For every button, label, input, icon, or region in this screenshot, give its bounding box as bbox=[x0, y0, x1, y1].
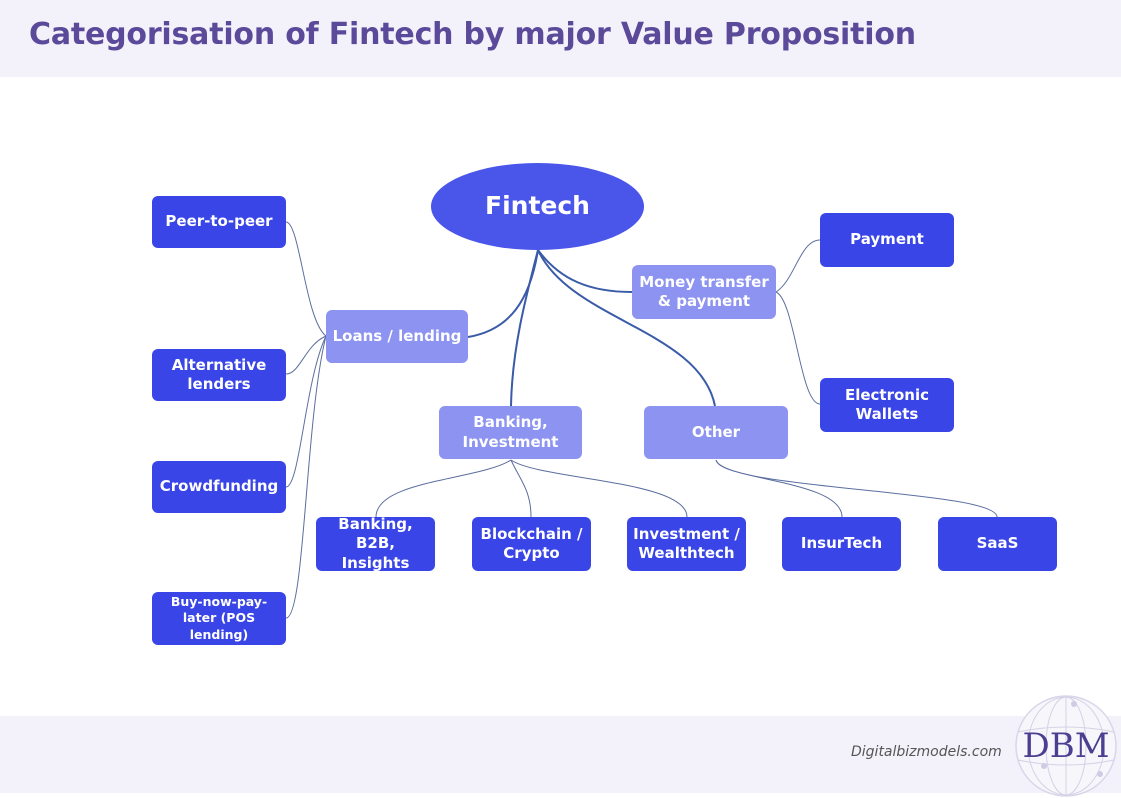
footer-site-link[interactable]: Digitalbizmodels.com bbox=[851, 744, 1002, 760]
link-loans-alt bbox=[285, 335, 327, 375]
link-loans-crowd bbox=[285, 335, 327, 488]
leaf-buy-now-pay-later: Buy-now-pay-later (POS lending) bbox=[152, 592, 286, 645]
leaf-electronic-wallets: Electronic Wallets bbox=[820, 378, 954, 432]
leaf-payment: Payment bbox=[820, 213, 954, 267]
header-band bbox=[0, 0, 1121, 77]
link-banking-b2b bbox=[375, 459, 512, 518]
dbm-logo: DBM bbox=[1015, 695, 1117, 797]
link-money-payment bbox=[775, 239, 821, 293]
link-loans-p2p bbox=[285, 221, 327, 337]
page-title: Categorisation of Fintech by major Value… bbox=[29, 17, 916, 52]
leaf-investment-wealthtech: Investment / Wealthtech bbox=[627, 517, 746, 571]
leaf-banking-b2b: Banking, B2B, Insights bbox=[316, 515, 435, 572]
leaf-peer-to-peer: Peer-to-peer bbox=[152, 196, 286, 248]
category-other: Other bbox=[644, 406, 788, 459]
category-money-transfer: Money transfer & payment bbox=[632, 265, 776, 319]
leaf-saas: SaaS bbox=[938, 517, 1057, 571]
link-loans-bnpl bbox=[285, 335, 327, 619]
link-banking-investment bbox=[510, 459, 688, 518]
logo-text: DBM bbox=[1022, 726, 1109, 766]
link-root-banking bbox=[510, 249, 539, 407]
link-money-wallets bbox=[775, 291, 821, 405]
footer-band bbox=[0, 716, 1121, 793]
link-other-insurtech bbox=[715, 459, 843, 518]
link-other-saas bbox=[715, 459, 998, 518]
leaf-crowdfunding: Crowdfunding bbox=[152, 461, 286, 513]
link-banking-blockchain bbox=[510, 459, 532, 518]
category-loans: Loans / lending bbox=[326, 310, 468, 363]
link-root-other bbox=[537, 249, 716, 407]
leaf-blockchain-crypto: Blockchain / Crypto bbox=[472, 517, 591, 571]
leaf-insurtech: InsurTech bbox=[782, 517, 901, 571]
root-node-fintech: Fintech bbox=[431, 163, 644, 250]
link-root-money bbox=[537, 249, 633, 293]
category-banking: Banking, Investment bbox=[439, 406, 582, 459]
leaf-alternative-lenders: Alternative lenders bbox=[152, 349, 286, 401]
